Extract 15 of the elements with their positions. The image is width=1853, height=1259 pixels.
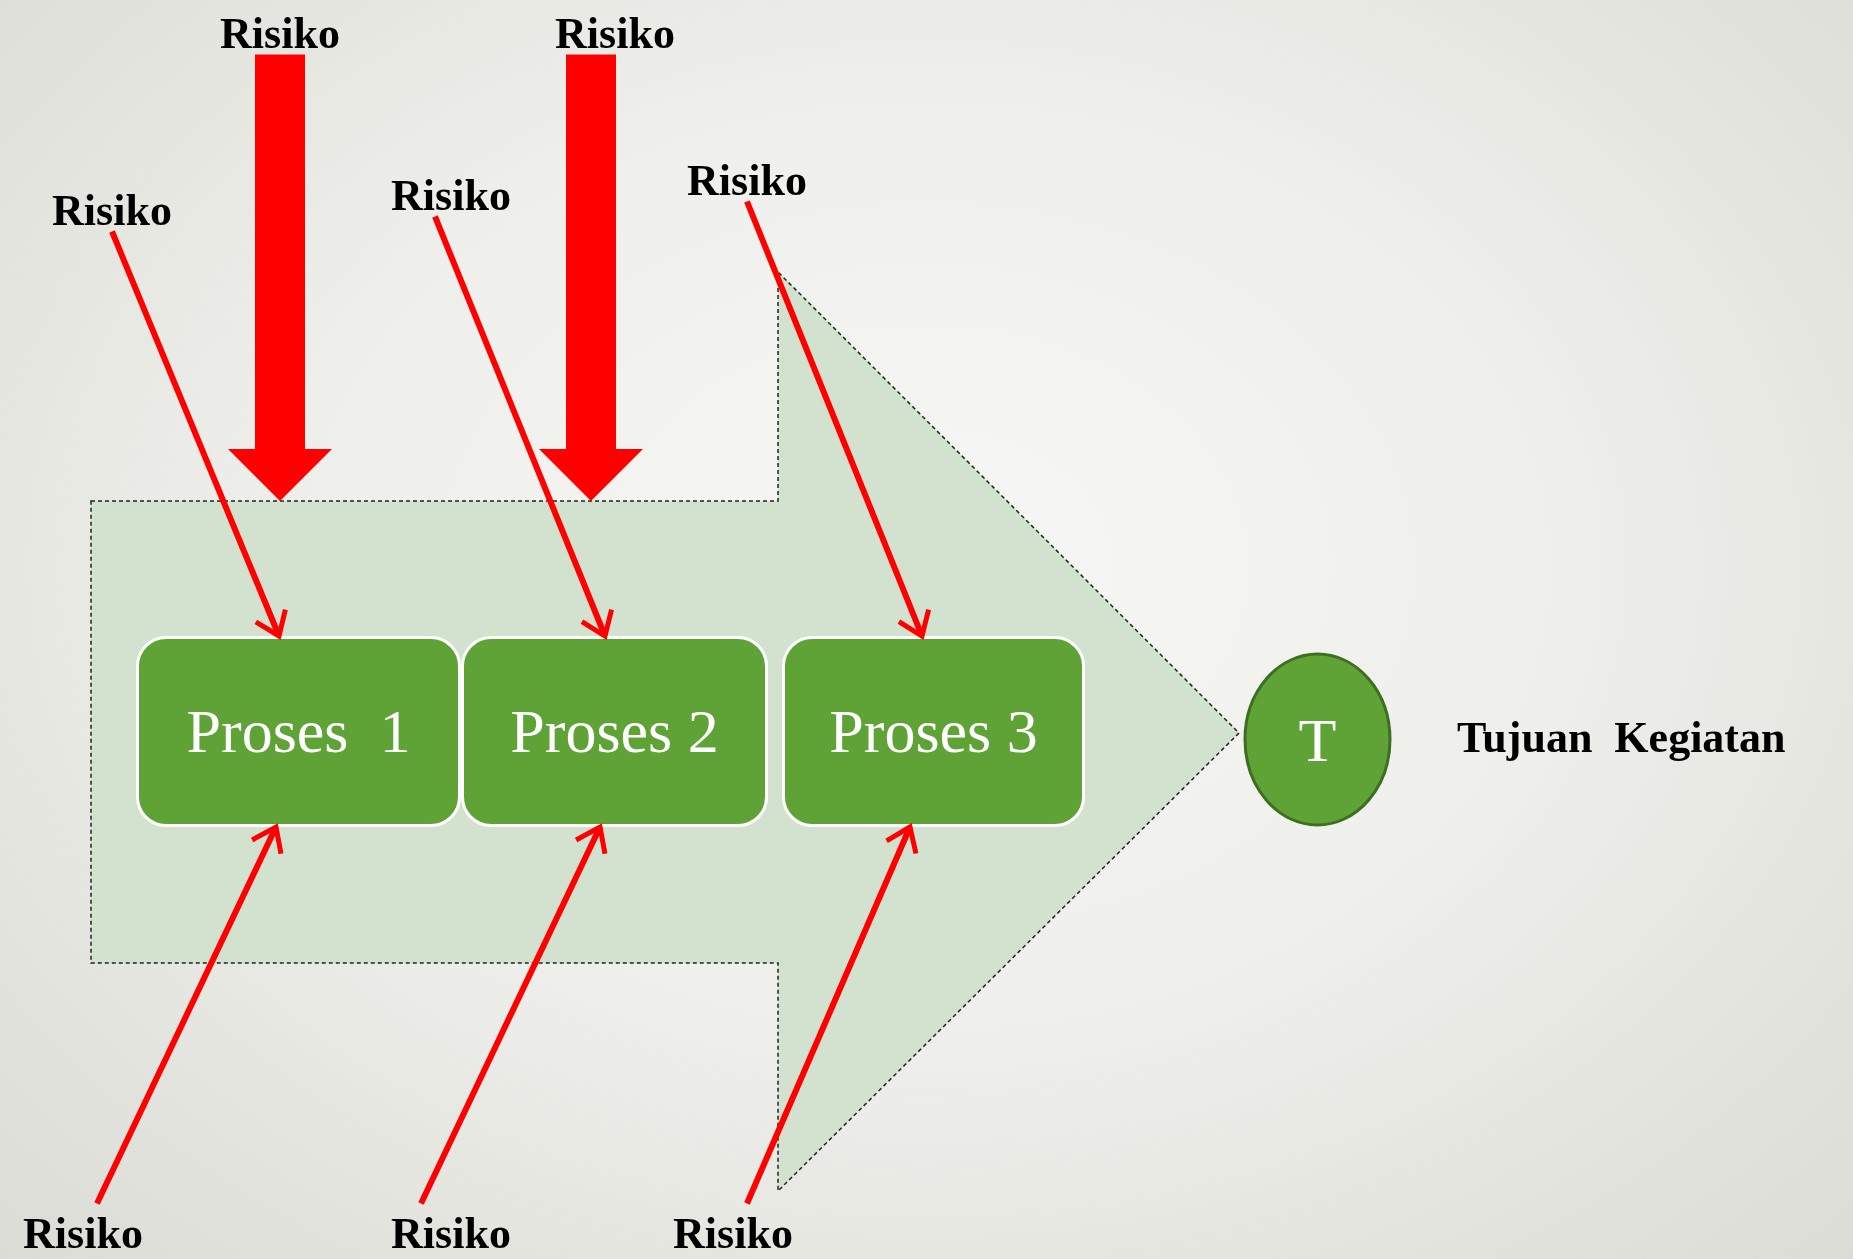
process-box: Proses 3 xyxy=(782,636,1085,827)
goal-label: Tujuan Kegiatan xyxy=(1457,712,1786,763)
risk-label: Risiko xyxy=(220,7,340,59)
thick-arrow xyxy=(228,54,332,501)
risk-label: Risiko xyxy=(555,7,675,59)
risk-label: Risiko xyxy=(23,1207,143,1259)
process-box: Proses 1 xyxy=(136,636,461,827)
risk-label: Risiko xyxy=(673,1207,793,1259)
node-label: T xyxy=(1298,704,1337,775)
risk-label: Risiko xyxy=(52,184,172,236)
process-box: Proses 2 xyxy=(461,636,768,827)
risk-label: Risiko xyxy=(391,1207,511,1259)
risk-label: Risiko xyxy=(391,169,511,221)
risk-label: Risiko xyxy=(687,154,807,206)
thick-arrow xyxy=(539,54,643,501)
